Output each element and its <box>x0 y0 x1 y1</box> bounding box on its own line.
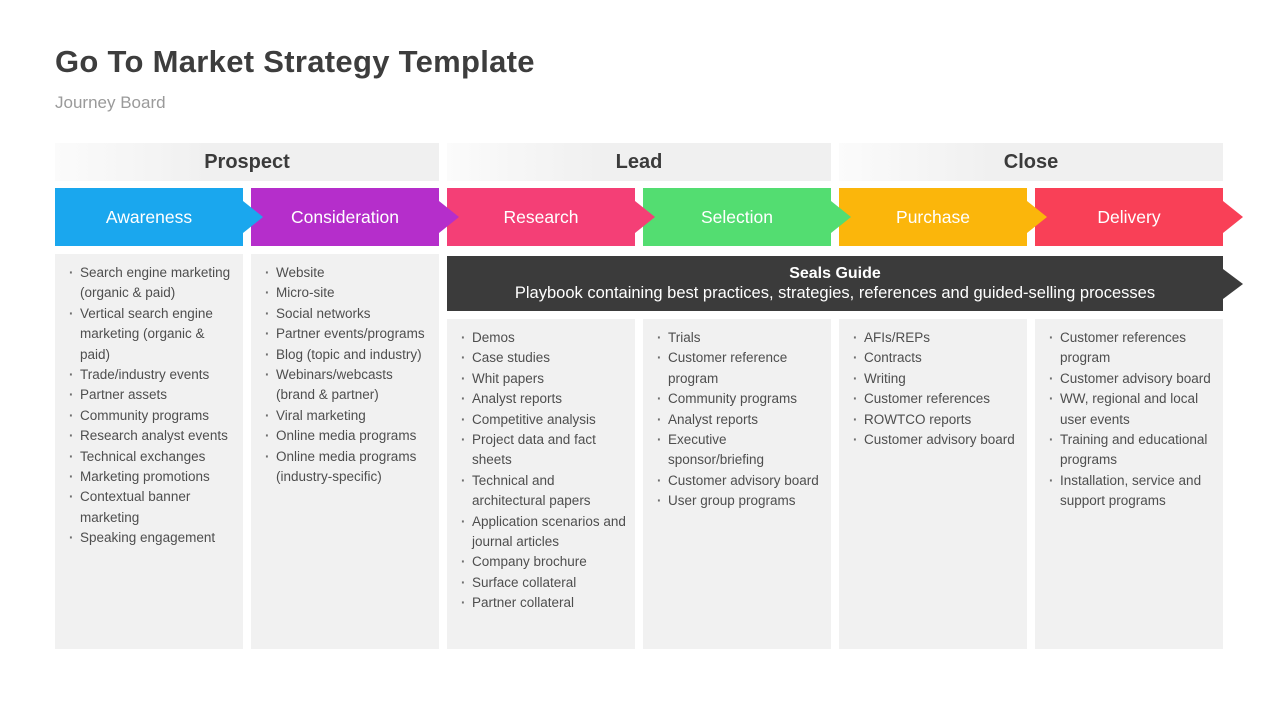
list-item: Website <box>264 263 431 284</box>
phase-header-prospect: Prospect <box>55 143 439 181</box>
stage-banner-label: Delivery <box>1097 206 1161 227</box>
list-item: Case studies <box>460 348 627 369</box>
list-item: Search engine marketing (organic & paid) <box>68 263 235 304</box>
stage-content-row: Seals Guide Playbook containing best pra… <box>55 254 1223 649</box>
seals-guide-banner: Seals Guide Playbook containing best pra… <box>447 256 1223 311</box>
list-item: Writing <box>852 369 1019 390</box>
stage-banner-label: Purchase <box>896 206 970 227</box>
list-item: Technical exchanges <box>68 447 235 468</box>
list-item: Customer advisory board <box>1048 369 1215 390</box>
stage-banner-purchase: Purchase <box>839 188 1027 246</box>
list-item: Community programs <box>68 406 235 427</box>
list-item: AFIs/REPs <box>852 328 1019 349</box>
list-item: Viral marketing <box>264 406 431 427</box>
stage-banner-label: Research <box>503 206 579 227</box>
list-item: Whit papers <box>460 369 627 390</box>
stage-banner-label: Consideration <box>291 206 399 227</box>
list-item: Blog (topic and industry) <box>264 345 431 366</box>
stage-item-list: DemosCase studiesWhit papersAnalyst repo… <box>447 319 635 622</box>
list-item: Speaking engagement <box>68 528 235 549</box>
list-item: Customer references program <box>1048 328 1215 369</box>
stage-banner-label: Selection <box>701 206 773 227</box>
list-item: Partner collateral <box>460 593 627 614</box>
stage-banner-delivery: Delivery <box>1035 188 1223 246</box>
stage-column-research: DemosCase studiesWhit papersAnalyst repo… <box>447 319 635 649</box>
list-item: Customer advisory board <box>852 430 1019 451</box>
page-title: Go To Market Strategy Template <box>55 44 535 79</box>
stage-column-awareness: Search engine marketing (organic & paid)… <box>55 254 243 649</box>
stage-column-consideration: WebsiteMicro-siteSocial networksPartner … <box>251 254 439 649</box>
list-item: Partner events/programs <box>264 324 431 345</box>
stage-item-list: AFIs/REPsContractsWritingCustomer refere… <box>839 319 1027 458</box>
list-item: Technical and architectural papers <box>460 471 627 512</box>
list-item: Online media programs <box>264 426 431 447</box>
list-item: Company brochure <box>460 552 627 573</box>
stage-banner-selection: Selection <box>643 188 831 246</box>
stage-item-list: WebsiteMicro-siteSocial networksPartner … <box>251 254 439 495</box>
list-item: Executive sponsor/briefing <box>656 430 823 471</box>
list-item: Contracts <box>852 348 1019 369</box>
list-item: Customer reference program <box>656 348 823 389</box>
list-item: Partner assets <box>68 385 235 406</box>
list-item: Customer advisory board <box>656 471 823 492</box>
list-item: Installation, service and support progra… <box>1048 471 1215 512</box>
page-subtitle: Journey Board <box>55 93 166 112</box>
stage-banner-row: Awareness Consideration Research Selection P… <box>55 188 1223 246</box>
list-item: Micro-site <box>264 283 431 304</box>
list-item: Customer references <box>852 389 1019 410</box>
list-item: Community programs <box>656 389 823 410</box>
list-item: Project data and fact sheets <box>460 430 627 471</box>
stage-banner-consideration: Consideration <box>251 188 439 246</box>
list-item: WW, regional and local user events <box>1048 389 1215 430</box>
list-item: Competitive analysis <box>460 410 627 431</box>
stage-column-selection: TrialsCustomer reference programCommunit… <box>643 319 831 649</box>
phase-header-lead: Lead <box>447 143 831 181</box>
list-item: ROWTCO reports <box>852 410 1019 431</box>
list-item: Trials <box>656 328 823 349</box>
stage-column-delivery: Customer references programCustomer advi… <box>1035 319 1223 649</box>
stage-banner-label: Awareness <box>105 206 193 227</box>
list-item: Vertical search engine marketing (organi… <box>68 304 235 365</box>
list-item: Marketing promotions <box>68 467 235 488</box>
list-item: Application scenarios and journal articl… <box>460 512 627 553</box>
list-item: Analyst reports <box>656 410 823 431</box>
list-item: Online media programs (industry-specific… <box>264 447 431 488</box>
seals-guide-description: Playbook containing best practices, stra… <box>514 283 1156 302</box>
seals-guide-title: Seals Guide <box>789 264 881 282</box>
stage-item-list: TrialsCustomer reference programCommunit… <box>643 319 831 520</box>
list-item: Analyst reports <box>460 389 627 410</box>
list-item: Demos <box>460 328 627 349</box>
list-item: Training and educational programs <box>1048 430 1215 471</box>
list-item: Research analyst events <box>68 426 235 447</box>
stage-banner-awareness: Awareness <box>55 188 243 246</box>
list-item: User group programs <box>656 491 823 512</box>
phase-header-close: Close <box>839 143 1223 181</box>
stage-banner-research: Research <box>447 188 635 246</box>
stage-item-list: Customer references programCustomer advi… <box>1035 319 1223 520</box>
stage-item-list: Search engine marketing (organic & paid)… <box>55 254 243 557</box>
list-item: Social networks <box>264 304 431 325</box>
list-item: Trade/industry events <box>68 365 235 386</box>
list-item: Surface collateral <box>460 573 627 594</box>
list-item: Contextual banner marketing <box>68 487 235 528</box>
stage-column-purchase: AFIs/REPsContractsWritingCustomer refere… <box>839 319 1027 649</box>
list-item: Webinars/webcasts (brand & partner) <box>264 365 431 406</box>
